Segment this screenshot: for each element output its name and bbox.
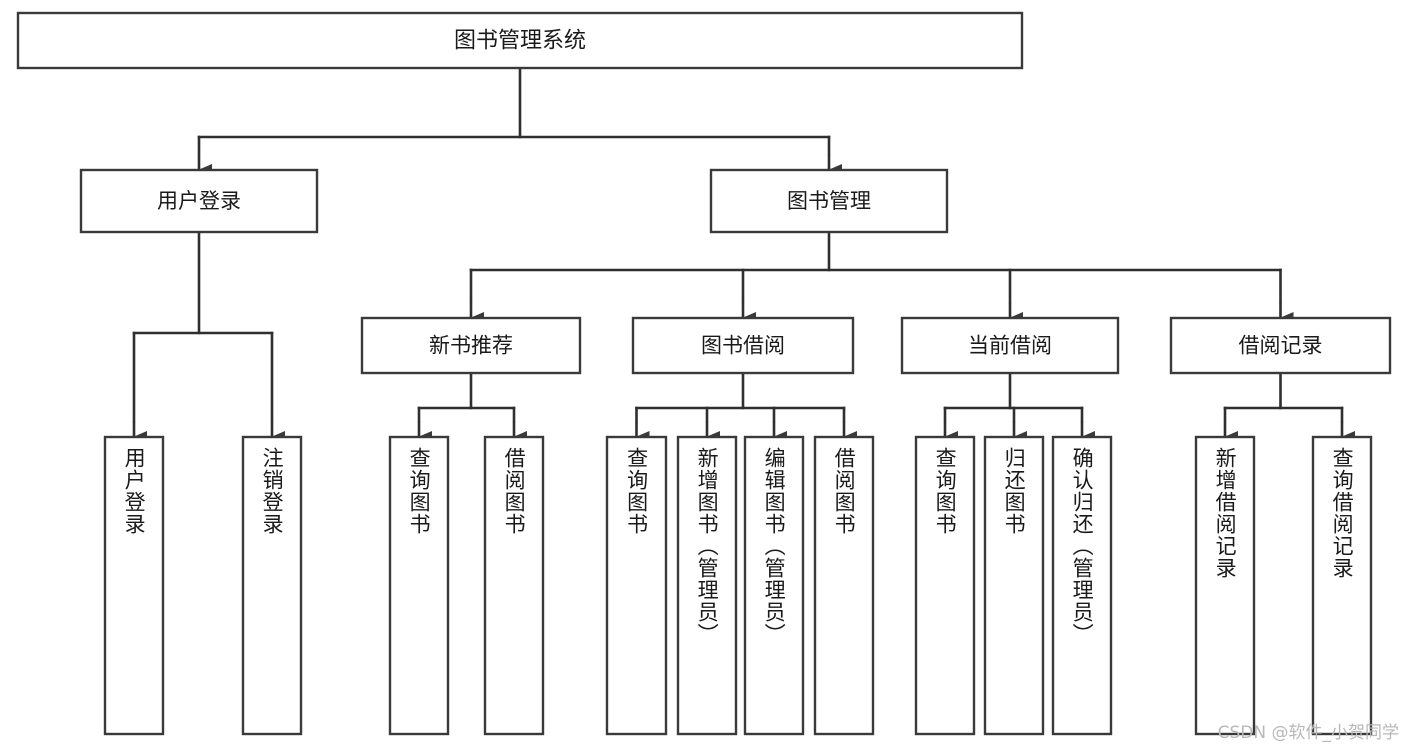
node-book-borrow-rect[interactable] [631, 316, 855, 375]
node-root-system[interactable]: 图书管理系统 [16, 11, 1024, 70]
node-leaf-user-login[interactable] [103, 435, 165, 736]
node-leaf-record-query-rect[interactable] [1311, 435, 1373, 736]
node-book-manage-rect[interactable] [709, 168, 949, 234]
node-leaf-record-query[interactable] [1311, 435, 1373, 736]
node-root-system-rect[interactable] [16, 11, 1024, 70]
node-current-borrow-rect[interactable] [900, 316, 1120, 375]
node-user-login-label: 用户登录 [157, 189, 241, 213]
node-leaf-borrow-edit-book[interactable] [743, 435, 805, 736]
node-leaf-rec-borrow-book-rect[interactable] [483, 435, 545, 736]
node-leaf-record-add[interactable] [1194, 435, 1256, 736]
node-book-manage-label: 图书管理 [787, 189, 871, 213]
node-leaf-borrow-add-book[interactable] [676, 435, 738, 736]
node-current-borrow-label: 当前借阅 [968, 334, 1052, 358]
node-root-system-label: 图书管理系统 [454, 29, 586, 54]
node-leaf-current-return-book-rect[interactable] [983, 435, 1045, 736]
node-leaf-current-query-book[interactable] [914, 435, 976, 736]
node-leaf-borrow-add-book-rect[interactable] [676, 435, 738, 736]
node-leaf-borrow-borrow-book[interactable] [813, 435, 875, 736]
connectors-layer [132, 66, 1355, 443]
node-leaf-user-logout[interactable] [241, 435, 303, 736]
watermark-text: CSDN @软件_小贺同学 [1217, 723, 1399, 743]
node-new-book-recommend-label: 新书推荐 [429, 334, 513, 358]
node-leaf-current-confirm-return[interactable] [1051, 435, 1113, 736]
node-borrow-record[interactable]: 借阅记录 [1169, 316, 1392, 375]
node-book-borrow-label: 图书借阅 [701, 334, 785, 358]
node-leaf-borrow-edit-book-rect[interactable] [743, 435, 805, 736]
node-leaf-rec-borrow-book[interactable] [483, 435, 545, 736]
node-new-book-recommend-rect[interactable] [360, 316, 582, 375]
node-leaf-current-confirm-return-rect[interactable] [1051, 435, 1113, 736]
node-leaf-user-login-rect[interactable] [103, 435, 165, 736]
node-leaf-rec-query-book[interactable] [388, 435, 450, 736]
node-leaf-borrow-borrow-book-rect[interactable] [813, 435, 875, 736]
node-borrow-record-label: 借阅记录 [1239, 334, 1323, 358]
node-leaf-current-return-book[interactable] [983, 435, 1045, 736]
node-leaf-record-add-rect[interactable] [1194, 435, 1256, 736]
node-new-book-recommend[interactable]: 新书推荐 [360, 316, 582, 375]
node-book-borrow[interactable]: 图书借阅 [631, 316, 855, 375]
node-user-login-rect[interactable] [79, 168, 319, 234]
node-current-borrow[interactable]: 当前借阅 [900, 316, 1120, 375]
node-leaf-rec-query-book-rect[interactable] [388, 435, 450, 736]
node-leaf-user-logout-rect[interactable] [241, 435, 303, 736]
node-leaf-borrow-query-book-rect[interactable] [605, 435, 668, 736]
node-user-login[interactable]: 用户登录 [79, 168, 319, 234]
node-book-manage[interactable]: 图书管理 [709, 168, 949, 234]
node-leaf-borrow-query-book[interactable] [605, 435, 668, 736]
node-borrow-record-rect[interactable] [1169, 316, 1392, 375]
node-leaf-current-query-book-rect[interactable] [914, 435, 976, 736]
